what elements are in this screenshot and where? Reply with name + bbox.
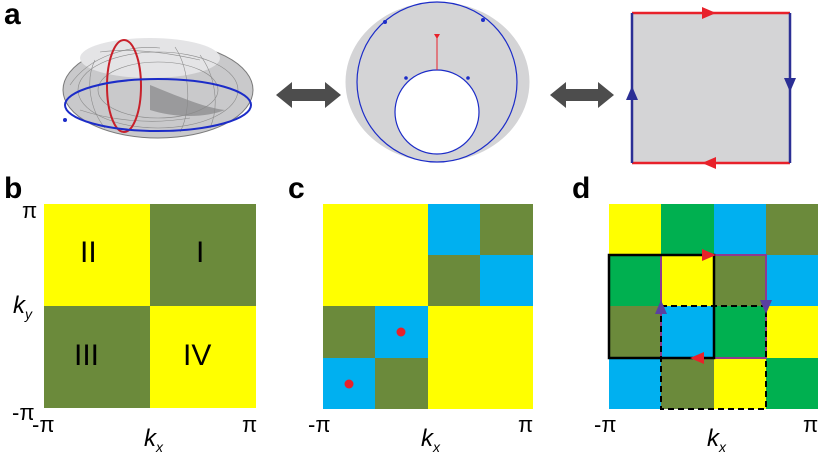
quadrant-label-II: II [80, 236, 97, 269]
torus-illustration [62, 38, 254, 139]
ky-subscript: y [25, 305, 32, 322]
quadrant-label-IV: IV [183, 339, 212, 372]
panel-d-grid [607, 204, 818, 410]
y-axis-min-label: -π [12, 400, 35, 425]
panel-c-grid [323, 204, 533, 409]
panel-label-b: b [4, 172, 23, 205]
x-axis-min-label: -π [594, 412, 617, 437]
ky-letter: k [13, 292, 25, 319]
cut-torus-shape [345, 1, 530, 163]
x-axis-label: kx [421, 425, 440, 455]
double-arrow-icon [276, 82, 341, 108]
x-axis-max-label: π [242, 412, 258, 437]
x-axis-min-label: -π [308, 412, 331, 437]
y-axis-label: ky [13, 292, 32, 322]
red-dot-marker [344, 379, 354, 389]
panel-label-c: c [288, 172, 305, 205]
x-axis-max-label: π [803, 412, 819, 437]
x-axis-label: kx [707, 425, 726, 455]
panel-b-grid [44, 204, 256, 408]
kx-letter: k [707, 425, 719, 452]
quadrant-label-III: III [74, 339, 100, 372]
double-arrow-icon [550, 82, 614, 108]
kx-subscript: x [719, 438, 726, 455]
kx-subscript: x [433, 438, 440, 455]
dashed-unit-cell [660, 305, 767, 410]
square-torus [626, 7, 796, 169]
panel-label-a: a [4, 0, 21, 31]
kx-letter: k [421, 425, 433, 452]
torus-red-loop [106, 39, 142, 133]
panel-label-d: d [572, 172, 591, 205]
x-axis-min-label: -π [32, 412, 55, 437]
red-dot-marker [396, 327, 406, 337]
quadrant-label-I: I [196, 236, 205, 269]
kx-letter: k [144, 425, 156, 452]
x-axis-label: kx [144, 425, 163, 455]
torus-blue-loop [64, 78, 252, 132]
y-axis-max-label: π [22, 198, 38, 223]
kx-subscript: x [156, 438, 163, 455]
x-axis-max-label: π [518, 412, 534, 437]
